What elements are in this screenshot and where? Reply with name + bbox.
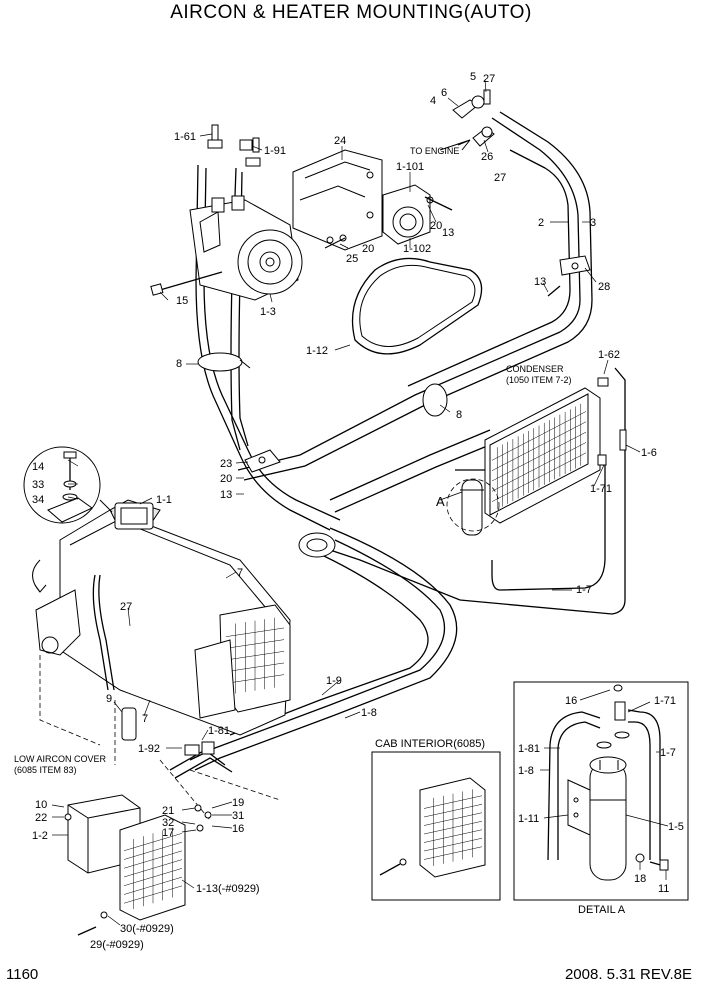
callout-1-92: 1-92 [138, 743, 160, 755]
callout-8-left: 8 [176, 358, 182, 370]
condenser-label: CONDENSER [506, 364, 564, 374]
callout-8-right: 8 [456, 409, 462, 421]
callout-34: 34 [32, 494, 44, 506]
callout-27-mid: 27 [494, 172, 506, 184]
compressor [150, 124, 303, 301]
condenser-ref-label: (1050 ITEM 7-2) [506, 375, 572, 385]
callout-1-11: 1-11 [518, 813, 539, 825]
low-aircon-cover-label: LOW AIRCON COVER [14, 754, 107, 764]
callout-1-7-main: 1-7 [576, 584, 592, 596]
callout-1-9: 1-9 [326, 675, 342, 687]
callout-27-top: 27 [483, 73, 495, 85]
callout-25: 25 [346, 253, 358, 265]
callout-1-81-main: 1-81 [208, 725, 230, 737]
callout-32: 32 [162, 817, 174, 829]
callout-1-61: 1-61 [174, 131, 196, 143]
cab-interior-box [371, 751, 501, 901]
callout-1-8-detail: 1-8 [518, 765, 534, 777]
callout-14: 14 [32, 461, 44, 473]
callout-16-detail: 16 [565, 695, 577, 707]
callout-17: 17 [162, 827, 174, 839]
callout-13-lower: 13 [220, 489, 232, 501]
callout-1-62: 1-62 [598, 349, 620, 361]
callout-2: 2 [538, 217, 544, 229]
callout-9: 9 [106, 693, 112, 705]
callout-1-13: 1-13(-#0929) [196, 883, 260, 895]
callout-5: 5 [470, 71, 476, 83]
callout-1-71-detail: 1-71 [654, 695, 676, 707]
low-aircon-cover-ref-label: (6085 ITEM 83) [14, 765, 77, 775]
callout-31: 31 [232, 810, 244, 822]
callout-7-lower: 7 [142, 713, 148, 725]
callout-33: 33 [32, 479, 44, 491]
callout-3: 3 [590, 217, 596, 229]
callout-1-3: 1-3 [260, 306, 276, 318]
callout-19: 19 [232, 797, 244, 809]
hose-lines [189, 111, 626, 771]
engine-fittings [439, 89, 591, 297]
to-engine-label: TO ENGINE [410, 146, 459, 156]
condenser [446, 377, 627, 536]
callout-13-idler: 13 [442, 227, 454, 239]
cab-interior-label: CAB INTERIOR(6085) [375, 738, 485, 750]
callout-20-bracket: 20 [362, 243, 374, 255]
callout-16-lower: 16 [232, 823, 244, 835]
callout-13-clamp: 13 [534, 276, 546, 288]
callout-1-1: 1-1 [156, 494, 172, 506]
hose-clamps [197, 352, 448, 558]
page-number: 1160 [6, 966, 39, 983]
idler-pulley [382, 184, 453, 245]
callout-7-upper: 7 [237, 567, 243, 579]
callout-1-91: 1-91 [264, 145, 286, 157]
callout-1-71-main: 1-71 [590, 483, 612, 495]
callout-21: 21 [162, 805, 174, 817]
callout-28: 28 [598, 281, 610, 293]
callout-labels: 1-61 1-91 24 1-101 5 27 6 4 26 27 2 3 20… [32, 71, 684, 951]
callout-4: 4 [430, 95, 436, 107]
callout-1-7-detail: 1-7 [660, 747, 676, 759]
callout-1-2: 1-2 [32, 830, 48, 842]
lower-parts [64, 707, 233, 936]
callout-24: 24 [334, 135, 346, 147]
callout-1-102: 1-102 [403, 243, 431, 255]
callout-10: 10 [35, 799, 47, 811]
callout-1-81-detail: 1-81 [518, 743, 540, 755]
callout-1-101: 1-101 [396, 161, 424, 173]
callout-15: 15 [176, 295, 188, 307]
callout-26: 26 [481, 151, 493, 163]
revision-date: 2008. 5.31 REV.8E [564, 966, 692, 983]
callout-6: 6 [441, 87, 447, 99]
belt [351, 257, 483, 355]
bracket-24 [292, 149, 383, 251]
callout-27-heater: 27 [120, 601, 132, 613]
callout-1-8-main: 1-8 [361, 707, 377, 719]
callout-22: 22 [35, 812, 47, 824]
callout-18: 18 [634, 873, 646, 885]
callout-30: 30(-#0929) [120, 923, 174, 935]
callout-20-clamp: 20 [220, 473, 232, 485]
callout-29: 29(-#0929) [90, 939, 144, 951]
callout-1-12: 1-12 [306, 345, 328, 357]
annotation-texts: TO ENGINE CONDENSER (1050 ITEM 7-2) LOW … [14, 146, 626, 916]
detail-a-marker: A [436, 494, 445, 509]
detail-a-label: DETAIL A [578, 904, 626, 916]
callout-20-idler: 20 [430, 220, 442, 232]
leader-lines [51, 79, 669, 926]
callout-11: 11 [658, 883, 669, 895]
heater-unit [23, 446, 291, 821]
callout-1-6: 1-6 [641, 447, 657, 459]
page-title: AIRCON & HEATER MOUNTING(AUTO) [170, 2, 532, 23]
callout-23: 23 [220, 458, 232, 470]
detail-a-box [513, 681, 689, 901]
callout-1-5: 1-5 [668, 821, 684, 833]
